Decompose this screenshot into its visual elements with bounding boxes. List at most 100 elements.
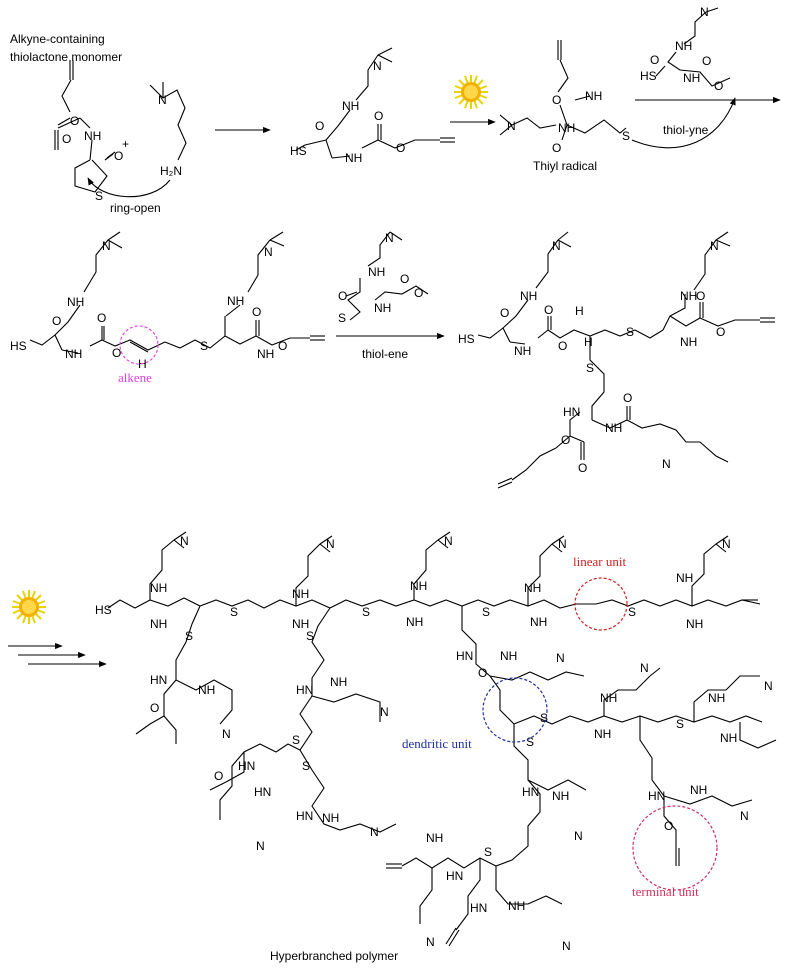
reagent-o-atom: O bbox=[338, 289, 347, 303]
dendritic-unit-label: dendritic unit bbox=[402, 736, 472, 751]
product-n-atom: N bbox=[552, 239, 561, 253]
product-nh-atom: NH bbox=[514, 344, 531, 358]
monomer-nh-atom: NH bbox=[84, 129, 101, 143]
polymer-nh-atom: NH bbox=[322, 811, 339, 825]
polymer-o-atom: O bbox=[214, 769, 223, 783]
product-hs-atom: HS bbox=[290, 144, 307, 158]
polymer-s-atom: S bbox=[292, 733, 300, 747]
polymer-s-atom: S bbox=[362, 605, 370, 619]
adduct-nh-atom: NH bbox=[65, 347, 82, 361]
polymer-nh-atom: NH bbox=[198, 683, 215, 697]
polymer-nh-atom: NH bbox=[406, 615, 423, 629]
polymer-n-atom: N bbox=[764, 679, 773, 693]
thiol-yne-label: thiol-yne bbox=[663, 123, 709, 137]
amine-h2n-atom: H₂N bbox=[160, 164, 182, 178]
product-o-atom: O bbox=[578, 461, 587, 475]
thiol-yne-reagent bbox=[655, 7, 731, 87]
polymer-nh-atom: NH bbox=[330, 675, 347, 689]
product-o-atom: O bbox=[315, 119, 324, 133]
polymer-hn-atom: HN bbox=[238, 759, 255, 773]
thiol-ene-reagent bbox=[345, 231, 429, 321]
reagent-s-atom: S bbox=[338, 311, 346, 325]
linear-unit-circle bbox=[574, 577, 628, 631]
polymer-n-atom: N bbox=[640, 661, 649, 675]
thiyl-n-atom: N bbox=[507, 119, 516, 133]
adduct-nh-atom: NH bbox=[227, 294, 244, 308]
polymer-o-atom: O bbox=[150, 701, 159, 715]
polymer-hn-atom: HN bbox=[648, 789, 665, 803]
thiol-ene-label: thiol-ene bbox=[362, 347, 408, 361]
product-hs-atom: HS bbox=[458, 332, 475, 346]
polymer-nh-atom: NH bbox=[292, 587, 309, 601]
monomer-o-atom: O bbox=[70, 114, 79, 128]
product-h-atom: H bbox=[584, 335, 593, 349]
product-o-atom: O bbox=[396, 141, 405, 155]
polymer-n-atom: N bbox=[444, 534, 453, 548]
monomer-o-atom: O bbox=[114, 149, 123, 163]
reagent-sh-atom: HS bbox=[640, 69, 657, 83]
hyperbranched-polymer-structure bbox=[107, 531, 777, 947]
adduct-o-atom: O bbox=[278, 339, 287, 353]
product-nh-atom: NH bbox=[680, 289, 697, 303]
thiol-ene-product bbox=[477, 231, 775, 489]
polymer-nh-atom: NH bbox=[500, 649, 517, 663]
polymer-n-atom: N bbox=[256, 839, 265, 853]
polymer-hn-atom: HN bbox=[446, 869, 463, 883]
reagent-o-atom: O bbox=[714, 79, 723, 93]
thiyl-o-atom: O bbox=[552, 93, 561, 107]
product-hn-atom: HN bbox=[563, 405, 580, 419]
polymer-hn-atom: HN bbox=[522, 785, 539, 799]
polymer-o-atom: O bbox=[664, 819, 673, 833]
reagent-nh-atom: NH bbox=[683, 71, 700, 85]
reagent-nh-atom: NH bbox=[675, 39, 692, 53]
terminal-unit-label: terminal unit bbox=[632, 884, 699, 899]
polymer-nh-atom: NH bbox=[524, 581, 541, 595]
polymer-nh-atom: NH bbox=[720, 731, 737, 745]
polymer-nh-atom: NH bbox=[508, 899, 525, 913]
polymer-n-atom: N bbox=[740, 809, 749, 823]
sun-icon bbox=[11, 589, 47, 625]
product-h-atom: H bbox=[575, 304, 584, 318]
polymer-s-atom: S bbox=[628, 605, 636, 619]
polymer-s-atom: S bbox=[540, 711, 548, 725]
adduct-n-atom: N bbox=[264, 245, 273, 259]
adduct-o-atom: O bbox=[97, 311, 106, 325]
polymer-nh-atom: NH bbox=[426, 831, 443, 845]
sun-icon bbox=[453, 74, 489, 110]
hyperbranched-polymer-caption: Hyperbranched polymer bbox=[270, 949, 398, 963]
adduct-nh-atom: NH bbox=[257, 347, 274, 361]
polymer-hn-atom: HN bbox=[254, 785, 271, 799]
monomer-s-atom: S bbox=[95, 189, 103, 203]
alkene-label: alkene bbox=[118, 370, 152, 385]
thiyl-radical-caption: Thiyl radical bbox=[533, 159, 597, 173]
dendritic-unit-circle bbox=[482, 677, 548, 743]
vinyl-sulfide-adduct bbox=[29, 231, 325, 354]
thiyl-nh-atom: NH bbox=[585, 89, 602, 103]
polymer-n-atom: N bbox=[380, 705, 389, 719]
adduct-n-atom: N bbox=[102, 239, 111, 253]
product-o-atom: O bbox=[561, 433, 570, 447]
alkene-highlight-circle bbox=[119, 325, 159, 365]
product-o-atom: O bbox=[544, 303, 553, 317]
product-o-atom: O bbox=[558, 339, 567, 353]
polymer-nh-atom: NH bbox=[676, 571, 693, 585]
reagent-o-atom: O bbox=[400, 272, 409, 286]
polymer-n-atom: N bbox=[722, 537, 731, 551]
ring-open-arrow-icon bbox=[87, 177, 171, 198]
product-s-atom: S bbox=[586, 361, 594, 375]
polymer-nh-atom: NH bbox=[708, 691, 725, 705]
thiol-yne-arrow-icon bbox=[631, 97, 736, 149]
thiolactone-monomer bbox=[54, 60, 116, 193]
polymer-hn-atom: HN bbox=[296, 683, 313, 697]
product-nh-atom: NH bbox=[680, 335, 697, 349]
reagent-nh-atom: NH bbox=[374, 301, 391, 315]
monomer-caption-line1: Alkyne-containing bbox=[10, 32, 105, 46]
adduct-o-atom: O bbox=[52, 314, 61, 328]
polymer-hn-atom: HN bbox=[150, 673, 167, 687]
polymer-n-atom: N bbox=[562, 939, 571, 953]
polymer-nh-atom: NH bbox=[530, 615, 547, 629]
polymer-n-atom: N bbox=[574, 829, 583, 843]
adduct-o-atom: O bbox=[252, 305, 261, 319]
monomer-caption-line2: thiolactone monomer bbox=[10, 50, 122, 64]
